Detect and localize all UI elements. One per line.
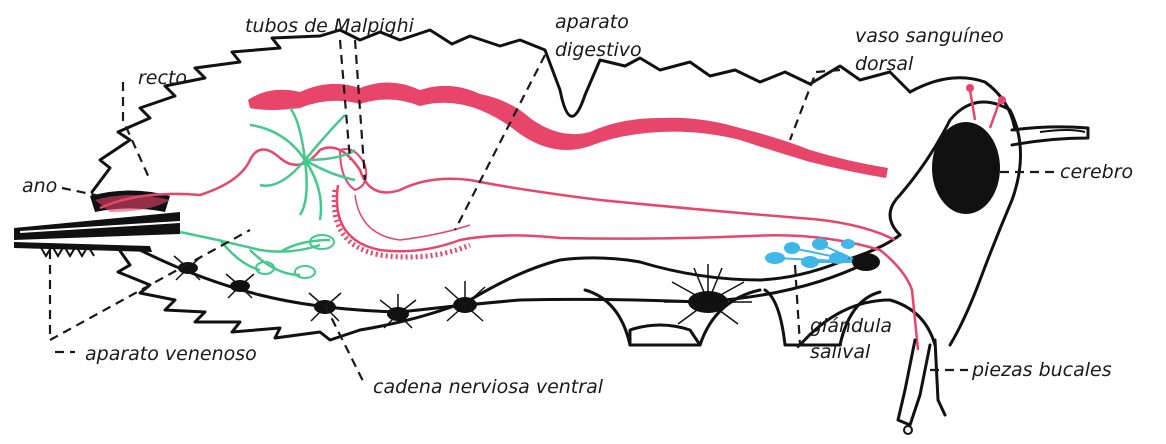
- label-ano: ano: [22, 175, 57, 197]
- label-cadena-nerviosa: cadena nerviosa ventral: [373, 376, 604, 398]
- label-aparato-venenoso: aparato venenoso: [85, 343, 257, 365]
- label-vaso-sanguineo: vaso sanguíneo: [855, 25, 1004, 47]
- label-piezas-bucales: piezas bucales: [971, 359, 1112, 381]
- mouthparts: [898, 340, 945, 434]
- label-dorsal: dorsal: [855, 53, 914, 75]
- label-salival: salival: [810, 341, 871, 363]
- ganglion: [445, 281, 485, 321]
- malpighian-tubules: [250, 108, 355, 220]
- label-aparato-digestivo-2: digestivo: [555, 39, 642, 61]
- venom-gland: [180, 232, 334, 278]
- salivary-gland: [765, 238, 860, 268]
- ganglion: [226, 274, 254, 298]
- leader-lines: [50, 40, 1055, 385]
- label-recto: recto: [138, 67, 187, 89]
- label-tubos-malpighi: tubos de Malpighi: [245, 15, 415, 37]
- ganglion: [664, 264, 752, 324]
- label-glandula: glándula: [810, 315, 892, 337]
- label-aparato-digestivo-1: aparato: [555, 11, 629, 33]
- ganglion: [852, 253, 880, 271]
- abdomen-outline: [92, 30, 1021, 345]
- label-cerebro: cerebro: [1060, 161, 1133, 183]
